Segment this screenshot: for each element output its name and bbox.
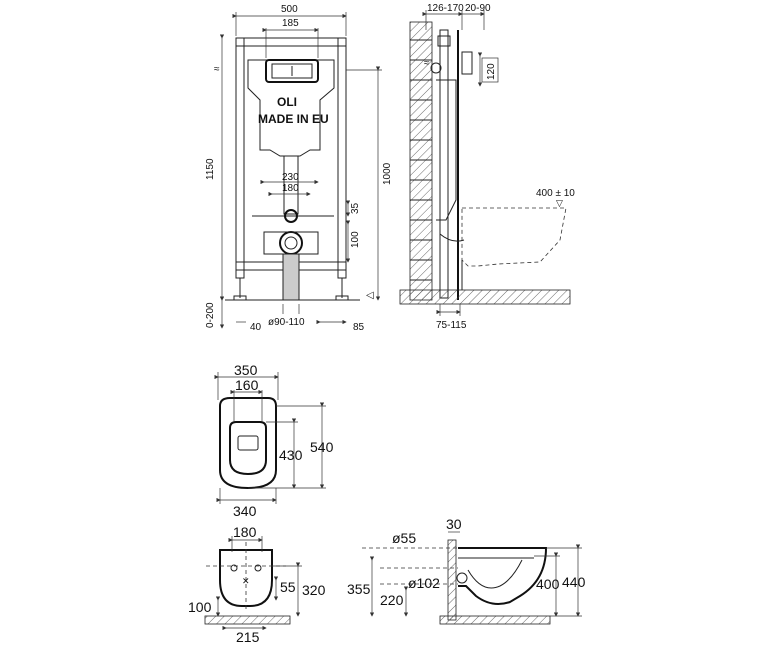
bowl-rear-view: ✕ 180 55 320 100 215 <box>188 524 326 645</box>
dim-fixing-span-230: 230 <box>282 172 299 183</box>
dim-right-offset: 85 <box>353 322 365 333</box>
dim-inlet-height: 120 <box>486 63 497 80</box>
dim-height-mid: 1000 <box>382 162 393 185</box>
dim-drain-diameter: ø90-110 <box>268 317 305 328</box>
frame-made-in-label: MADE IN EU <box>258 112 329 126</box>
dim-side-height-inlet: 355 <box>347 581 371 597</box>
dim-floor-offset: 75-115 <box>436 320 467 331</box>
dim-bowl-width-base: 340 <box>233 503 257 519</box>
dim-bowl-width-inner: 160 <box>235 377 259 393</box>
dim-width-total: 500 <box>281 4 298 15</box>
dim-left-offset: 40 <box>250 322 262 333</box>
dim-bowl-length-inner: 430 <box>279 447 303 463</box>
dim-fixing-span-180: 180 <box>282 183 299 194</box>
dim-height-total: 1150 <box>205 158 216 180</box>
bowl-height-marker-icon: ▽ <box>556 198 563 208</box>
dim-bowl-width-outer: 350 <box>234 362 258 378</box>
dim-rear-floor-height: 100 <box>188 599 212 615</box>
dim-side-outlet-diameter: ø102 <box>408 575 440 591</box>
dim-side-offset: 20-90 <box>465 3 491 14</box>
dim-side-height-outlet: 220 <box>380 592 404 608</box>
dim-side-height-total: 440 <box>562 574 586 590</box>
dim-floor-range: 0-200 <box>205 302 216 328</box>
frame-logo: OLI <box>277 95 297 109</box>
frame-front-view: OLI MADE IN EU ≈ 500 185 1150 1000 2 <box>205 4 393 333</box>
dim-outlet-height: 100 <box>350 231 361 248</box>
dim-rear-height-mid: 320 <box>302 582 326 598</box>
dim-bowl-length-total: 540 <box>310 439 334 455</box>
dim-bowl-height: 400 ± 10 <box>536 188 575 199</box>
floor-level-icon: ◁ <box>366 290 374 301</box>
dim-side-height-rim: 400 <box>536 576 560 592</box>
side-inlet-icon: ≈ <box>424 58 430 69</box>
fixing-cross-icon: ✕ <box>242 576 250 586</box>
frame-side-view: ≈ 126-170 20-90 120 400 ± 10 ▽ 75-115 <box>399 3 575 331</box>
dim-rear-width-top: 180 <box>233 524 257 540</box>
dim-wall-depth: 126-170 <box>427 3 464 14</box>
dim-plate-width: 185 <box>282 18 299 29</box>
dim-side-thickness: 30 <box>446 516 462 532</box>
water-inlet-icon: ≈ <box>214 64 220 75</box>
bowl-top-view: 350 160 540 430 340 <box>214 362 334 519</box>
bowl-side-view: 30 ø55 ø102 355 220 400 440 <box>347 516 586 625</box>
dim-rear-fix-height: 55 <box>280 579 296 595</box>
dim-side-inlet-diameter: ø55 <box>392 530 416 546</box>
dim-rear-base-width: 215 <box>236 629 260 645</box>
dim-bolt-height: 35 <box>350 202 361 214</box>
